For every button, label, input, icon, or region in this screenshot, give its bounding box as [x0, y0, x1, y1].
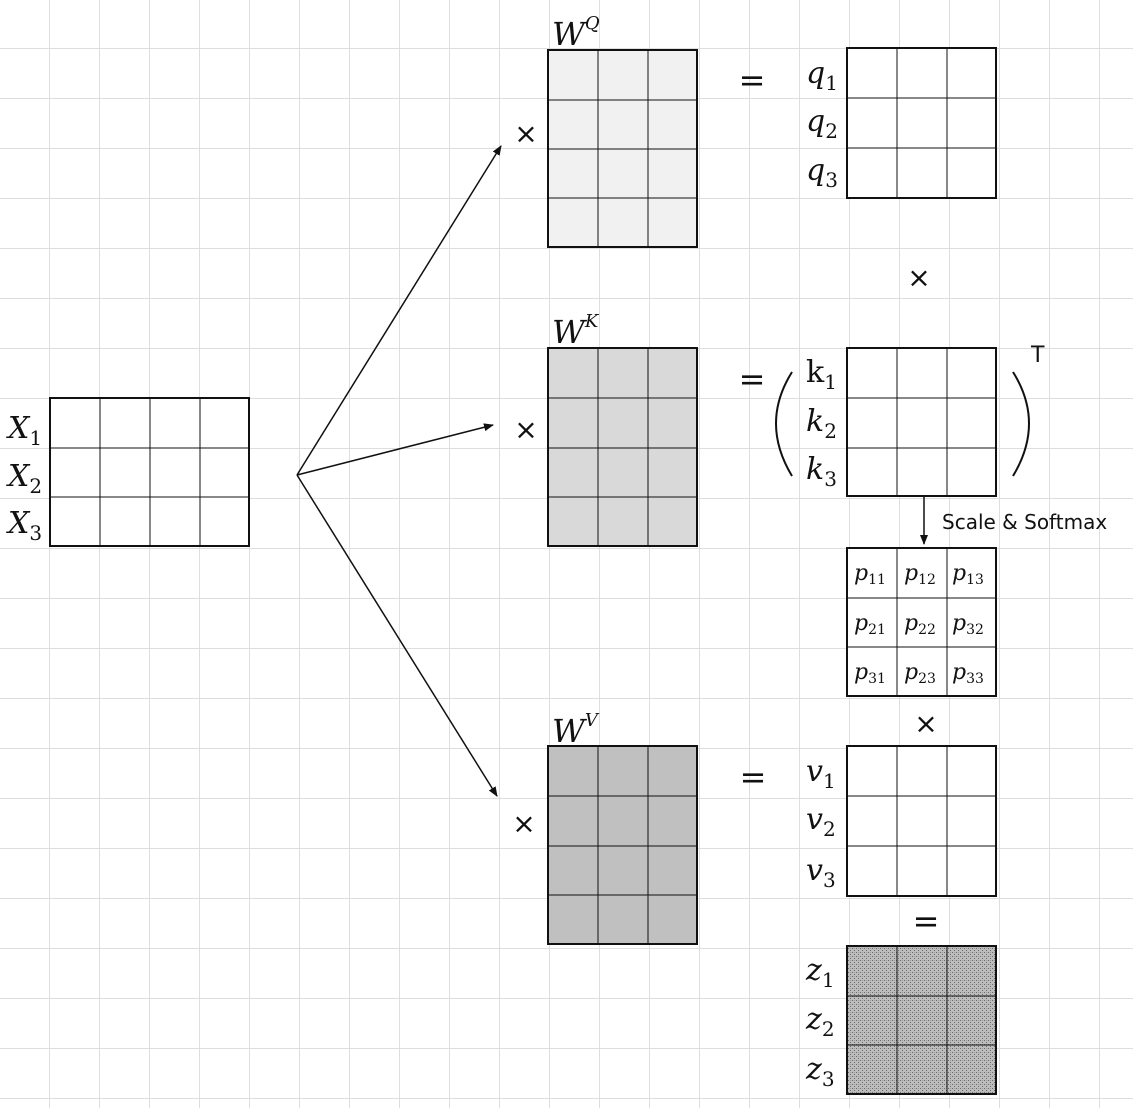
arrow-to-wv	[296, 474, 498, 797]
times-sign-v: ×	[512, 807, 535, 840]
output-row-label-2: z2	[805, 1002, 835, 1041]
key-row-label-3: k3	[806, 452, 837, 491]
score-cell-2-3: p32	[952, 611, 984, 638]
attention-score-matrix: p11 p12 p13 p21 p22 p32 p31 p23 p33	[846, 547, 997, 697]
output-row-label-1: z1	[805, 953, 835, 992]
weight-label-k: WK	[552, 311, 600, 351]
weight-matrix-k: WK × =	[514, 311, 766, 547]
left-parenthesis	[775, 371, 793, 477]
query-row-label-1: q1	[806, 56, 838, 95]
equals-sign-v: =	[740, 758, 767, 796]
input-row-label-3: X3	[6, 506, 42, 545]
equals-sign-q: =	[739, 61, 766, 99]
times-sign-k: ×	[514, 413, 537, 446]
key-matrix: k1 k2 k3 T	[775, 343, 1045, 497]
weight-matrix-v: WV × =	[512, 710, 767, 945]
times-sign-qk: ×	[907, 261, 930, 294]
query-matrix: q1 q2 q3	[806, 47, 997, 199]
score-cell-3-3: p33	[952, 660, 984, 687]
projection-arrows	[296, 145, 502, 797]
value-row-label-1: v1	[806, 754, 836, 793]
value-row-label-2: v2	[806, 802, 836, 841]
score-cell-3-1: p31	[854, 660, 886, 687]
score-cell-3-2: p23	[904, 660, 936, 687]
times-sign-pv: ×	[914, 707, 937, 740]
right-parenthesis	[1012, 371, 1030, 477]
arrow-to-wq	[296, 145, 502, 476]
input-row-label-2: X2	[6, 459, 42, 498]
output-row-label-3: z3	[805, 1052, 835, 1091]
score-cell-1-3: p13	[952, 561, 984, 588]
output-matrix: z1 z2 z3	[805, 945, 997, 1095]
input-matrix: X1 X2 X3	[6, 397, 250, 547]
value-row-label-3: v3	[806, 853, 836, 892]
value-matrix: v1 v2 v3	[806, 745, 997, 897]
query-row-label-2: q2	[806, 104, 838, 143]
times-sign-q: ×	[514, 117, 537, 150]
weight-matrix-q: WQ × =	[514, 13, 766, 248]
key-row-label-2: k2	[806, 404, 837, 443]
equals-sign-z: =	[913, 902, 940, 940]
scale-softmax-label: Scale & Softmax	[942, 510, 1107, 534]
weight-label-q: WQ	[552, 13, 600, 53]
score-cell-2-2: p22	[904, 611, 936, 638]
transpose-label: T	[1030, 343, 1045, 368]
equals-sign-k: =	[739, 360, 766, 398]
score-cell-2-1: p21	[854, 611, 886, 638]
input-row-label-1: X1	[6, 411, 42, 450]
weight-label-v: WV	[552, 710, 600, 750]
score-cell-1-2: p12	[904, 561, 936, 588]
arrow-to-wk	[296, 423, 494, 476]
key-row-label-1: k1	[806, 355, 837, 394]
query-row-label-3: q3	[806, 153, 838, 192]
score-cell-1-1: p11	[854, 561, 886, 588]
